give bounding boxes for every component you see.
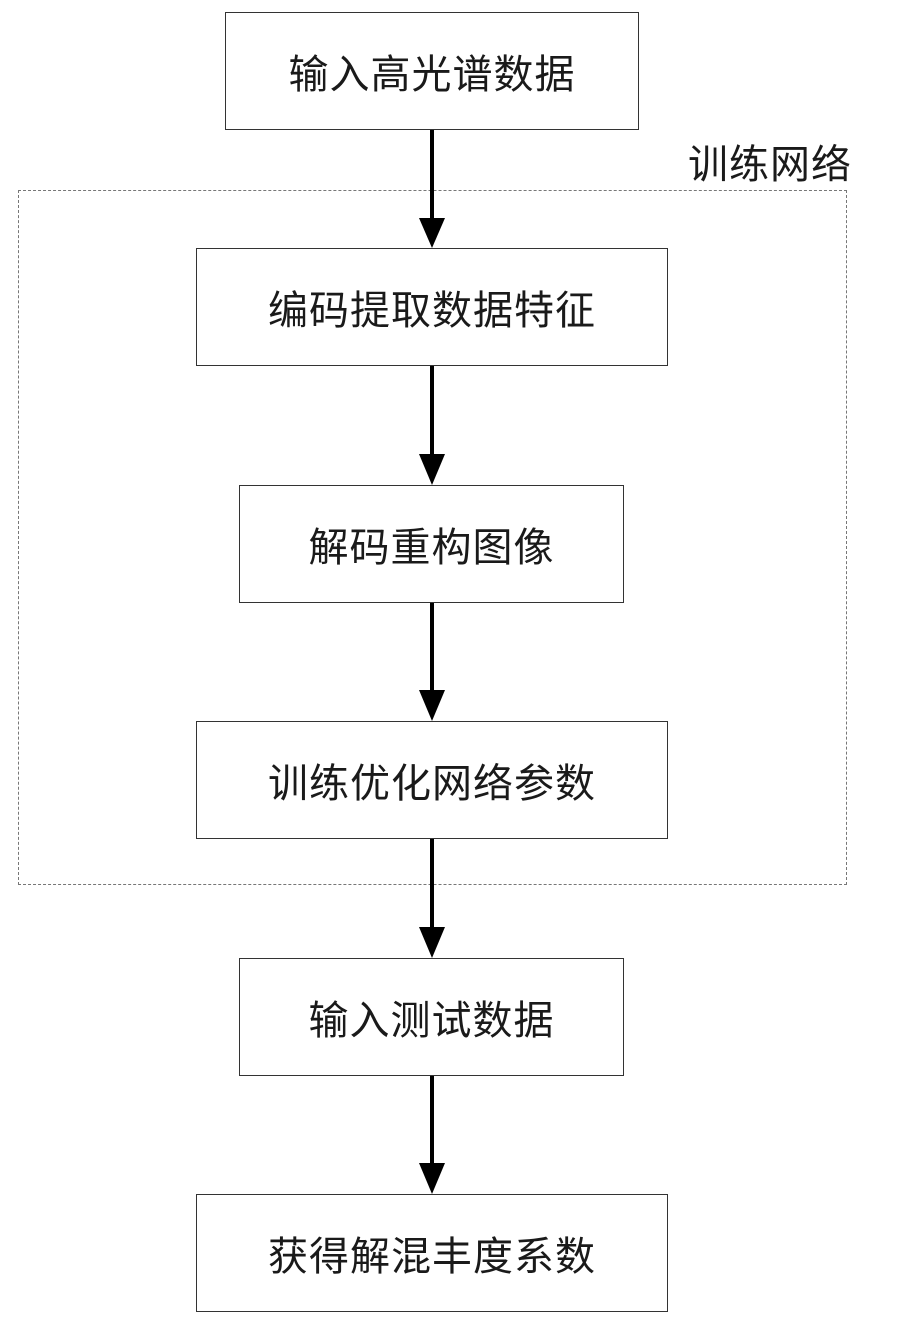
step-obtain-abundance-coefficients: 获得解混丰度系数 xyxy=(196,1194,668,1312)
step-encode-extract-features: 编码提取数据特征 xyxy=(196,248,668,366)
step-decode-reconstruct-image: 解码重构图像 xyxy=(239,485,624,603)
step-input-test-data: 输入测试数据 xyxy=(239,958,624,1076)
step-train-optimize-parameters: 训练优化网络参数 xyxy=(196,721,668,839)
arrow-2 xyxy=(419,366,445,485)
arrow-1 xyxy=(419,130,445,248)
arrow-3 xyxy=(419,603,445,721)
step-input-hyperspectral-data: 输入高光谱数据 xyxy=(225,12,639,130)
arrow-4 xyxy=(419,839,445,958)
training-network-label: 训练网络 xyxy=(688,142,852,188)
arrow-5 xyxy=(419,1076,445,1194)
